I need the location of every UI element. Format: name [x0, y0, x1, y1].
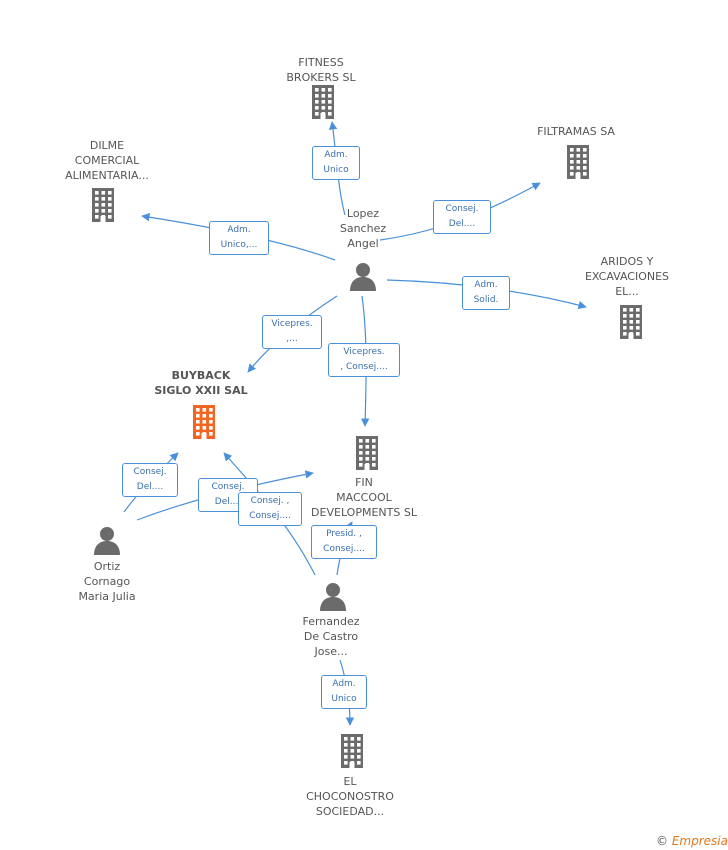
company-label-choconostro[interactable]: EL CHOCONOSTRO SOCIEDAD...: [306, 775, 394, 818]
person-icon[interactable]: [92, 525, 122, 559]
person-icon[interactable]: [348, 261, 378, 295]
person-label-lopez[interactable]: Lopez Sanchez Angel: [339, 207, 387, 250]
company-label-filtramas[interactable]: FILTRAMAS SA: [537, 125, 615, 138]
company-label-buyback[interactable]: BUYBACK SIGLO XXII SAL: [154, 369, 248, 397]
building-icon[interactable]: [189, 405, 219, 443]
building-icon[interactable]: [337, 734, 367, 772]
building-icon[interactable]: [88, 188, 118, 226]
building-icon[interactable]: [563, 145, 593, 183]
person-icon[interactable]: [318, 581, 348, 615]
company-label-fitness[interactable]: FITNESS BROKERS SL: [286, 56, 356, 84]
person-label-fernandez[interactable]: Fernandez De Castro Jose...: [302, 615, 360, 658]
edge-label-fernandez-finmaccool[interactable]: Presid. , Consej....: [311, 525, 377, 559]
copyright-symbol: ©: [656, 834, 669, 848]
company-label-dilme[interactable]: DILME COMERCIAL ALIMENTARIA...: [65, 139, 149, 182]
brand-name: Empresia: [671, 834, 728, 848]
building-icon[interactable]: [352, 436, 382, 474]
company-label-aridos[interactable]: ARIDOS Y EXCAVACIONES EL...: [584, 255, 670, 298]
edge-label-lopez-finmaccool[interactable]: Vicepres. , Consej....: [328, 343, 400, 377]
company-label-finmaccool[interactable]: FIN MACCOOL DEVELOPMENTS SL: [311, 476, 417, 519]
building-icon[interactable]: [616, 305, 646, 343]
edge-label-lopez-aridos[interactable]: Adm. Solid.: [462, 276, 510, 310]
edge-label-lopez-filtramas[interactable]: Consej. Del....: [433, 200, 491, 234]
edge-label-lopez-dilme[interactable]: Adm. Unico,...: [209, 221, 269, 255]
footer-brand[interactable]: © Empresia: [656, 834, 728, 848]
edge-label-lopez-buyback[interactable]: Vicepres. ,...: [262, 315, 322, 349]
edge-label-fernandez-buyback[interactable]: Consej. , Consej....: [238, 492, 302, 526]
person-label-ortiz[interactable]: Ortiz Cornago Maria Julia: [78, 560, 136, 603]
edge-label-lopez-fitness[interactable]: Adm. Unico: [312, 146, 360, 180]
edge-label-ortiz-buyback[interactable]: Consej. Del....: [122, 463, 178, 497]
building-icon[interactable]: [308, 85, 338, 123]
edge-label-fernandez-choconostro[interactable]: Adm. Unico: [321, 675, 367, 709]
